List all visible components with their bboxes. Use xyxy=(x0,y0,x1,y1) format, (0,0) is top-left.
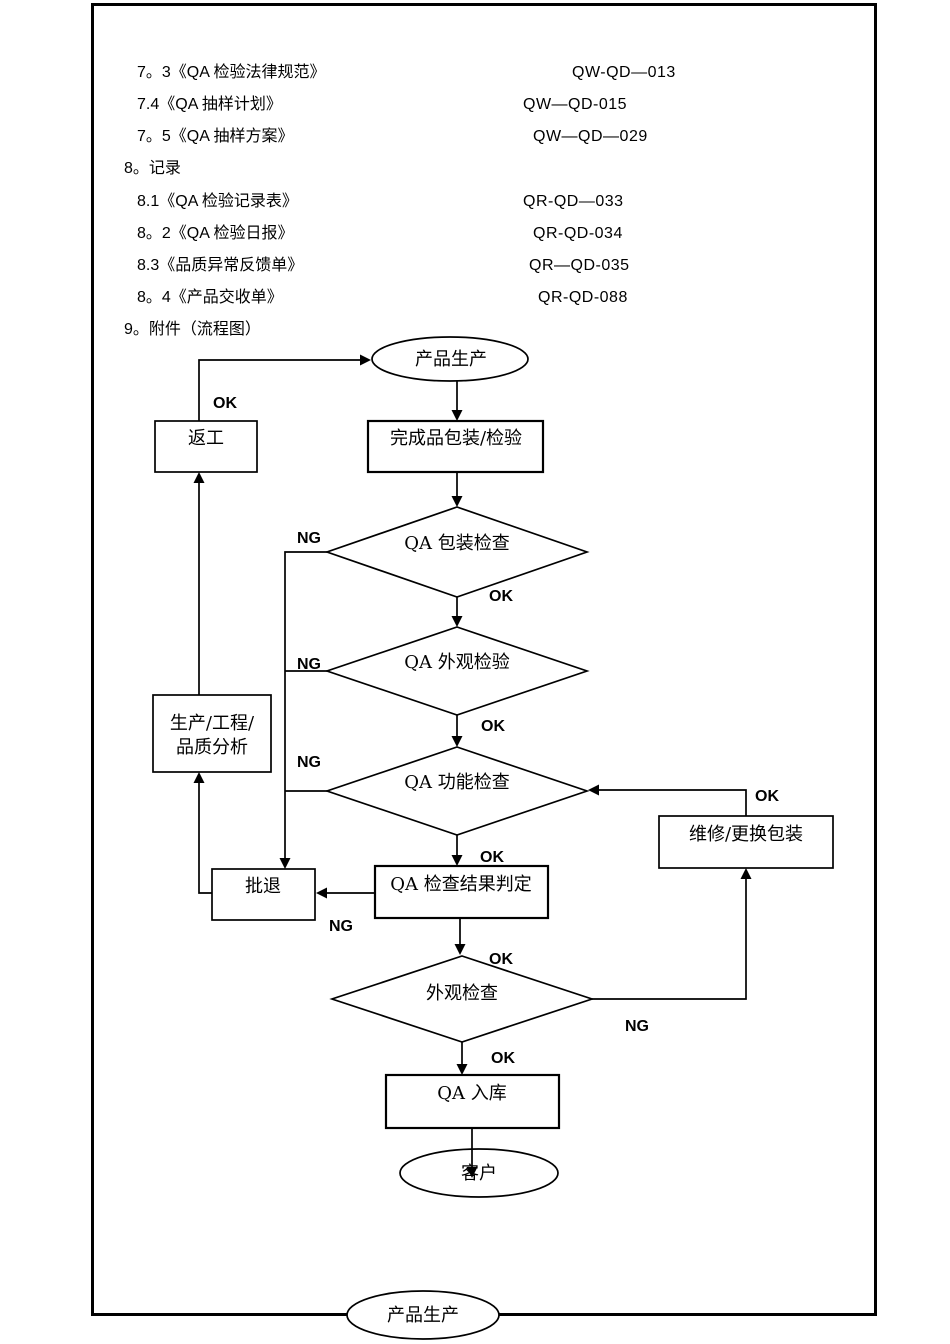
ok-label-appearance-check: OK xyxy=(491,1050,515,1067)
list-item: 7。3《QA 检验法律规范》 QW-QD—013 xyxy=(91,57,791,89)
batch-reject-box xyxy=(211,868,316,921)
ok-label-rework-to-start: OK xyxy=(213,395,237,412)
qa-warehouse-box xyxy=(384,1073,561,1130)
list-item: 7。5《QA 抽样方案》 QW—QD—029 xyxy=(91,121,791,153)
arrowhead-down-into-packing xyxy=(451,410,463,421)
batch-reject-label: 批退 xyxy=(245,876,281,897)
list-item: 8.3《品质异常反馈单》 QR—QD-035 xyxy=(91,250,791,282)
list-item-code: QW-QD—013 xyxy=(572,64,676,81)
document-list: 7。3《QA 检验法律规范》 QW-QD—013 7.4《QA 抽样计划》 QW… xyxy=(91,57,791,346)
ok-label-appearance-inspect: OK xyxy=(481,718,505,735)
ok-label-function-check: OK xyxy=(480,849,504,866)
arrowhead-down-into-reject xyxy=(279,858,291,869)
list-item-code: QR-QD-088 xyxy=(538,288,628,306)
list-item-label: 8.3《品质异常反馈单》 xyxy=(137,256,304,274)
list-item: 7.4《QA 抽样计划》 QW—QD-015 xyxy=(91,89,791,121)
analysis-box xyxy=(152,694,272,773)
qa-packing-check-diamond xyxy=(324,506,590,598)
arrowhead-left-into-d3 xyxy=(588,784,599,796)
ng-label-appearance-inspect: NG xyxy=(297,656,321,673)
list-item: 8.1《QA 检验记录表》 QR-QD—033 xyxy=(91,186,791,218)
ng-label-function-check: NG xyxy=(297,754,321,771)
qa-appearance-inspect-label: QA 外观检验 xyxy=(404,652,509,673)
rework-label: 返工 xyxy=(188,428,224,449)
list-item-label: 9。附件（流程图） xyxy=(124,321,261,339)
repair-repack-box xyxy=(658,815,834,869)
appearance-check-diamond xyxy=(329,955,595,1043)
arrowhead-down-into-warehouse xyxy=(456,1064,468,1075)
ng-label-appearance-check: NG xyxy=(625,1018,649,1035)
customer-label: 客户 xyxy=(461,1163,497,1184)
arrowhead-down-into-d4 xyxy=(454,944,466,955)
arrowhead-down-into-result xyxy=(451,855,463,866)
arrowhead-down-into-d2 xyxy=(451,616,463,627)
ok-label-result-down: OK xyxy=(489,951,513,968)
edge-d4-ng-to-repair xyxy=(592,877,747,1000)
list-item-code: QR-QD—033 xyxy=(523,192,624,210)
qa-function-check-label: QA 功能检查 xyxy=(404,772,509,793)
list-item-code: QW—QD—029 xyxy=(533,128,648,146)
arrowhead-right-into-start xyxy=(360,354,371,366)
finished-packing-label: 完成品包装/检验 xyxy=(390,428,522,449)
appearance-check-label: 外观检查 xyxy=(426,983,498,1004)
repair-repack-label: 维修/更换包装 xyxy=(689,824,803,845)
finished-packing-box xyxy=(366,419,545,474)
qa-result-box xyxy=(373,864,550,920)
qa-packing-check-label: QA 包装检查 xyxy=(404,533,509,554)
ok-label-packing-check: OK xyxy=(489,588,513,605)
list-item-label: 8。4《产品交收单》 xyxy=(137,288,283,306)
list-item-label: 7。3《QA 检验法律规范》 xyxy=(137,64,326,81)
list-item: 8。记录 xyxy=(91,153,791,185)
edge-rework-to-start xyxy=(198,359,362,422)
end-label: 产品生产 xyxy=(387,1305,459,1326)
analysis-label-line1: 生产/工程/ xyxy=(170,713,255,734)
list-item: 8。4《产品交收单》 QR-QD-088 xyxy=(91,282,791,314)
list-item-code: QR—QD-035 xyxy=(529,256,630,274)
qa-warehouse-label: QA 入库 xyxy=(437,1083,506,1104)
analysis-label-line2: 品质分析 xyxy=(176,737,248,758)
start-label: 产品生产 xyxy=(415,349,487,370)
edge-ng-trunk xyxy=(284,551,327,860)
ng-label-result-to-reject: NG xyxy=(329,918,353,935)
arrowhead-down-into-qa-packing-check xyxy=(451,496,463,507)
rework-box xyxy=(154,420,258,473)
list-item-label: 7.4《QA 抽样计划》 xyxy=(137,96,282,114)
list-item-label: 8。2《QA 检验日报》 xyxy=(137,224,294,242)
qa-appearance-inspect-diamond xyxy=(324,626,590,716)
list-item-code: QW—QD-015 xyxy=(523,96,628,114)
customer-ellipse xyxy=(399,1148,559,1198)
list-item-label: 8.1《QA 检验记录表》 xyxy=(137,192,298,210)
list-item: 8。2《QA 检验日报》 QR-QD-034 xyxy=(91,218,791,250)
start-ellipse xyxy=(371,336,529,382)
list-item: 9。附件（流程图） xyxy=(91,314,791,346)
qa-function-check-diamond xyxy=(324,746,590,836)
ng-label-packing-check: NG xyxy=(297,530,321,547)
end-ellipse xyxy=(346,1290,500,1340)
arrowhead-down-into-d3 xyxy=(451,736,463,747)
arrowhead-left-into-reject xyxy=(316,887,327,899)
qa-result-label: QA 检查结果判定 xyxy=(390,874,531,895)
arrowhead-down-into-customer xyxy=(466,1167,478,1178)
list-item-label: 8。记录 xyxy=(124,160,181,178)
list-item-code: QR-QD-034 xyxy=(533,224,623,242)
arrowhead-up-into-analysis xyxy=(193,772,205,783)
edge-repair-to-d3 xyxy=(596,789,747,816)
arrowhead-up-into-rework xyxy=(193,472,205,483)
list-item-label: 7。5《QA 抽样方案》 xyxy=(137,128,294,146)
edge-reject-to-analysis xyxy=(198,781,212,894)
arrowhead-up-into-repair xyxy=(740,868,752,879)
ok-label-repair: OK xyxy=(755,788,779,805)
